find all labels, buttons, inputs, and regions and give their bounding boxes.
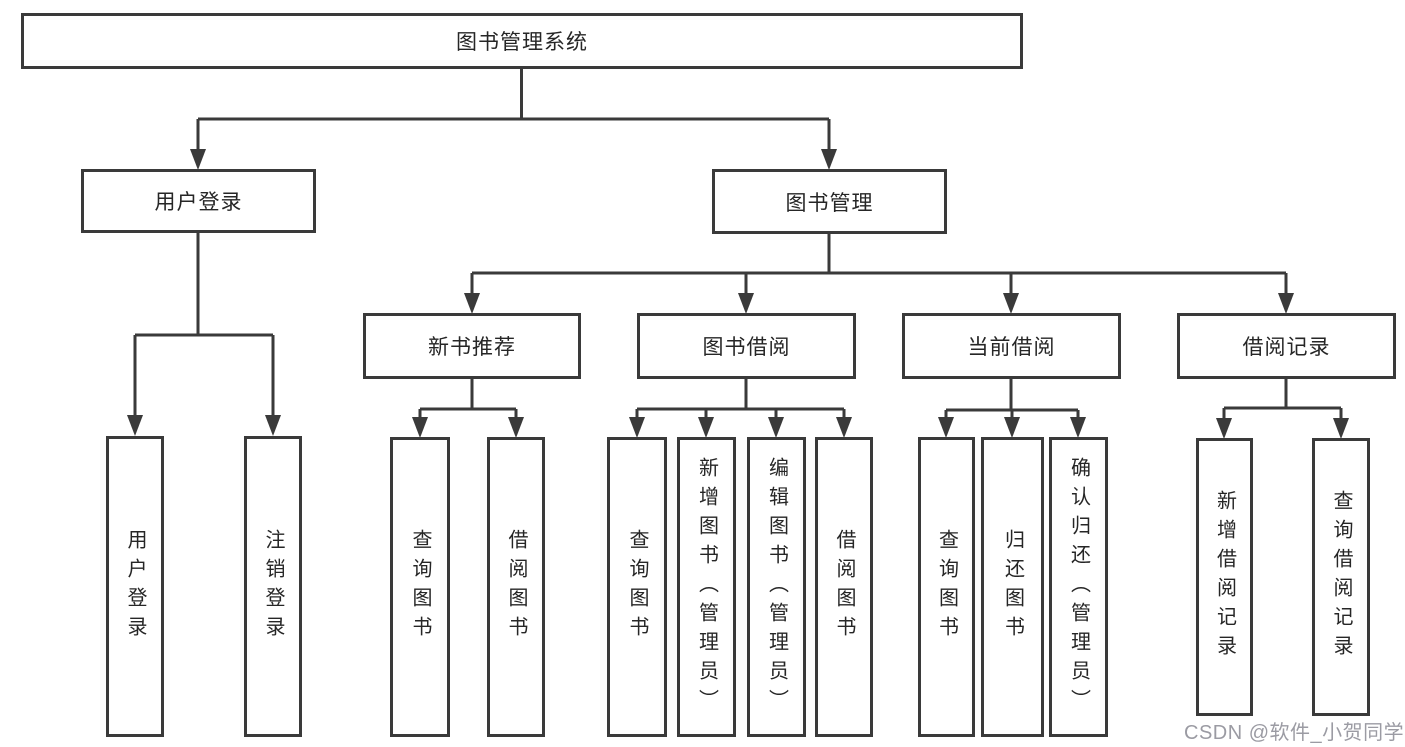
node-library-management-system: 图书管理系统 (21, 13, 1023, 69)
connector-new-book-recommendation-to-leaves (412, 379, 524, 438)
leaf-query-books-borrowing: 查询图书 (607, 437, 667, 737)
node-current-borrowing: 当前借阅 (902, 313, 1121, 379)
leaf-borrow-books-recommend: 借阅图书 (487, 437, 545, 737)
leaf-user-login: 用户登录 (106, 436, 164, 737)
leaf-confirm-return-admin: 确认归还（管理员） (1049, 437, 1108, 737)
connector-borrowing-records-to-leaves (1216, 379, 1349, 439)
leaf-borrow-books: 借阅图书 (815, 437, 873, 737)
node-book-borrowing: 图书借阅 (637, 313, 856, 379)
connector-book-borrowing-to-leaves (629, 379, 852, 438)
node-book-management: 图书管理 (712, 169, 947, 234)
leaf-return-books: 归还图书 (981, 437, 1044, 737)
connector-current-borrowing-to-leaves (938, 379, 1086, 438)
node-new-book-recommendation: 新书推荐 (363, 313, 581, 379)
leaf-logout: 注销登录 (244, 436, 302, 737)
watermark-csdn: CSDN @软件_小贺同学 (1184, 722, 1405, 744)
connector-user-login-to-leaves (127, 233, 281, 436)
leaf-query-books-current: 查询图书 (918, 437, 975, 737)
connector-book-management-to-level3 (464, 234, 1294, 314)
leaf-add-borrowing-record: 新增借阅记录 (1196, 438, 1253, 716)
connector-root-to-level2 (190, 68, 837, 170)
leaf-query-books-recommend: 查询图书 (390, 437, 450, 737)
node-user-login: 用户登录 (81, 169, 316, 233)
leaf-edit-books-admin: 编辑图书（管理员） (747, 437, 806, 737)
leaf-add-books-admin: 新增图书（管理员） (677, 437, 736, 737)
leaf-query-borrowing-record: 查询借阅记录 (1312, 438, 1370, 716)
node-borrowing-records: 借阅记录 (1177, 313, 1396, 379)
